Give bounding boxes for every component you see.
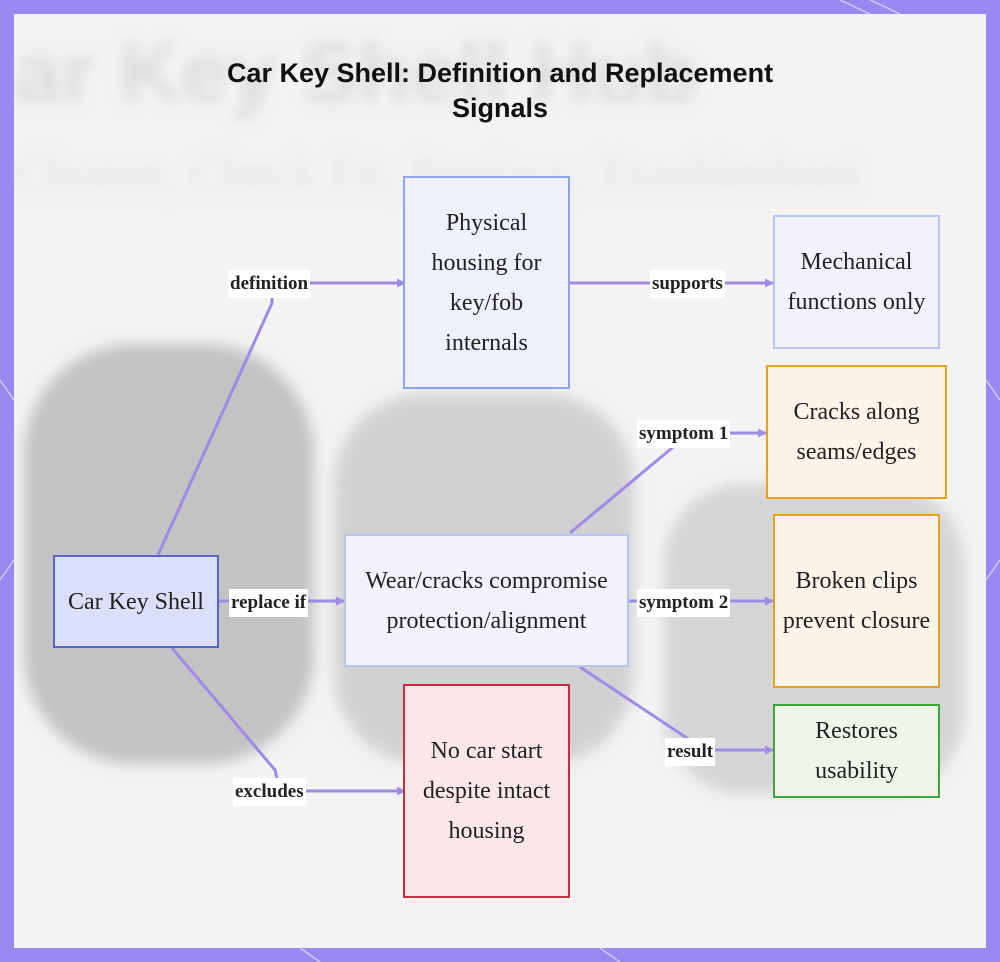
node-car-key-shell[interactable]: Car Key Shell	[53, 555, 219, 648]
node-mechanical-functions-label: Mechanical functions only	[787, 249, 926, 315]
edge-label-definition: definition	[228, 270, 311, 298]
edge-label-excludes: excludes	[233, 778, 306, 806]
node-mechanical-functions[interactable]: Mechanical functions only	[773, 215, 940, 349]
diagram-title: Car Key Shell: Definition and Replacemen…	[226, 58, 774, 123]
node-cracks-along-seams[interactable]: Cracks along seams/edges	[766, 365, 947, 499]
edge-definition	[156, 278, 406, 556]
node-wear-cracks-label: Wear/cracks compromise protection/alignm…	[365, 567, 608, 634]
node-wear-cracks[interactable]: Wear/cracks compromise protection/alignm…	[344, 534, 629, 667]
node-physical-housing[interactable]: Physical housing for key/fob internals	[403, 176, 570, 389]
node-physical-housing-label: Physical housing for key/fob internals	[431, 209, 542, 356]
edge-excludes	[170, 647, 406, 796]
edge-label-symptom-1: symptom 1	[637, 420, 731, 448]
edge-label-symptom-2: symptom 2	[637, 589, 731, 617]
node-no-car-start[interactable]: No car start despite intact housing	[403, 684, 570, 898]
edge-label-replace-if: replace if	[229, 589, 309, 617]
edge-label-result: result	[665, 738, 716, 766]
edge-symptom-1	[569, 428, 767, 535]
node-broken-clips-label: Broken clips prevent closure	[782, 568, 931, 634]
node-restores-usability-label: Restores usability	[815, 718, 898, 784]
node-restores-usability[interactable]: Restores usability	[773, 704, 940, 798]
node-no-car-start-label: No car start despite intact housing	[422, 738, 551, 844]
node-car-key-shell-label: Car Key Shell	[68, 588, 204, 615]
edge-label-supports: supports	[650, 270, 725, 298]
node-cracks-along-seams-label: Cracks along seams/edges	[793, 399, 920, 465]
node-broken-clips[interactable]: Broken clips prevent closure	[773, 514, 940, 688]
